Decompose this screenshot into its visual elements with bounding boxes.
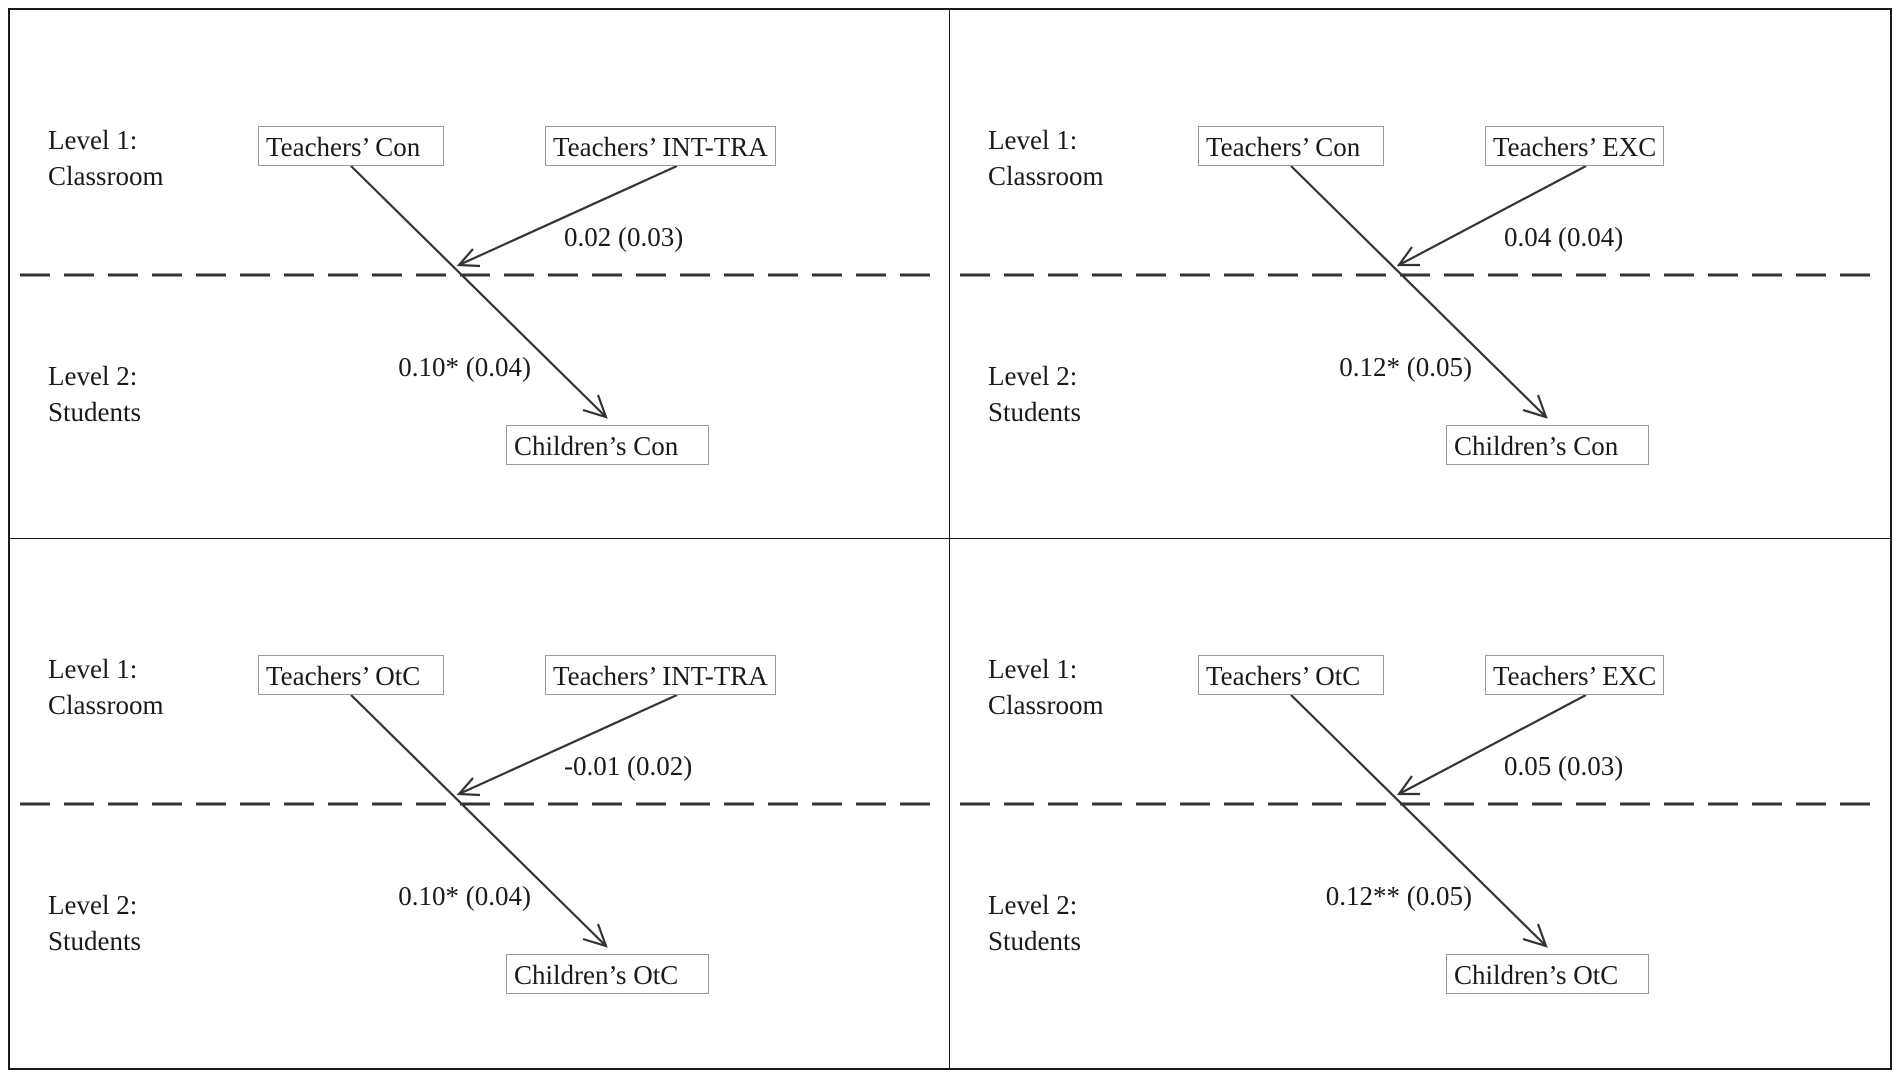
moderation-arrowhead: [1396, 775, 1420, 796]
panel-bottom-right: Level 1: Classroom Level 2: Students Tea…: [950, 539, 1890, 1068]
main-effect-arrow: [350, 165, 607, 418]
outcome-node: Children’s OtC: [506, 954, 709, 994]
panel-bottom-left: Level 1: Classroom Level 2: Students Tea…: [10, 539, 950, 1068]
level-1-label: Level 1: Classroom: [48, 654, 164, 720]
moderator-node: Teachers’ INT-TRA: [545, 126, 776, 166]
moderation-coefficient: 0.05 (0.03): [1504, 751, 1624, 781]
main-effect-arrow: [1290, 165, 1547, 418]
moderation-coefficient: 0.04 (0.04): [1504, 222, 1624, 252]
moderator-node: Teachers’ EXC: [1485, 126, 1665, 166]
main-effect-arrowhead: [582, 394, 608, 419]
moderation-arrowhead: [1396, 246, 1420, 267]
moderation-arrow: [458, 693, 678, 796]
outcome-node: Children’s Con: [506, 425, 709, 465]
moderation-arrow: [1398, 694, 1587, 795]
predictor-node: Teachers’ OtC: [1198, 655, 1384, 695]
moderation-arrow: [458, 164, 678, 267]
moderation-coefficient: -0.01 (0.02): [564, 751, 693, 781]
main-effect-arrowhead: [1522, 394, 1548, 419]
level-1-label: Level 1: Classroom: [988, 125, 1104, 191]
predictor-node: Teachers’ OtC: [258, 655, 444, 695]
moderation-arrow: [1398, 165, 1587, 266]
level-2-label: Level 2: Students: [48, 361, 142, 427]
main-effect-arrowhead: [1522, 923, 1548, 948]
main-effect-arrowhead: [582, 923, 608, 948]
predictor-node: Teachers’ Con: [1198, 126, 1384, 166]
panel-top-right: Level 1: Classroom Level 2: Students Tea…: [950, 10, 1890, 539]
moderation-arrowhead: [456, 248, 481, 268]
moderation-arrowhead: [456, 777, 481, 797]
main-effect-coefficient: 0.12** (0.05): [1325, 881, 1472, 911]
panel-connectors: [960, 165, 1880, 419]
panel-connectors: [20, 164, 940, 419]
moderation-coefficient: 0.02 (0.03): [564, 222, 684, 252]
level-1-label: Level 1: Classroom: [48, 125, 164, 191]
main-effect-coefficient: 0.10* (0.04): [398, 352, 531, 382]
main-effect-arrow: [350, 694, 607, 947]
level-2-label: Level 2: Students: [48, 890, 142, 956]
outcome-node: Children’s Con: [1446, 425, 1649, 465]
predictor-node: Teachers’ Con: [258, 126, 444, 166]
panel-connectors: [20, 693, 940, 948]
moderator-node: Teachers’ INT-TRA: [545, 655, 776, 695]
outcome-node: Children’s OtC: [1446, 954, 1649, 994]
level-2-label: Level 2: Students: [988, 890, 1082, 956]
panel-top-left: Level 1: Classroom Level 2: Students Tea…: [10, 10, 950, 539]
main-effect-coefficient: 0.10* (0.04): [398, 881, 531, 911]
panel-connectors: [960, 694, 1880, 948]
moderation-diagram-figure: Level 1: Classroom Level 2: Students Tea…: [8, 8, 1892, 1070]
level-1-label: Level 1: Classroom: [988, 654, 1104, 720]
moderator-node: Teachers’ EXC: [1485, 655, 1665, 695]
main-effect-arrow: [1290, 694, 1547, 947]
level-2-label: Level 2: Students: [988, 361, 1082, 427]
main-effect-coefficient: 0.12* (0.05): [1339, 352, 1472, 382]
